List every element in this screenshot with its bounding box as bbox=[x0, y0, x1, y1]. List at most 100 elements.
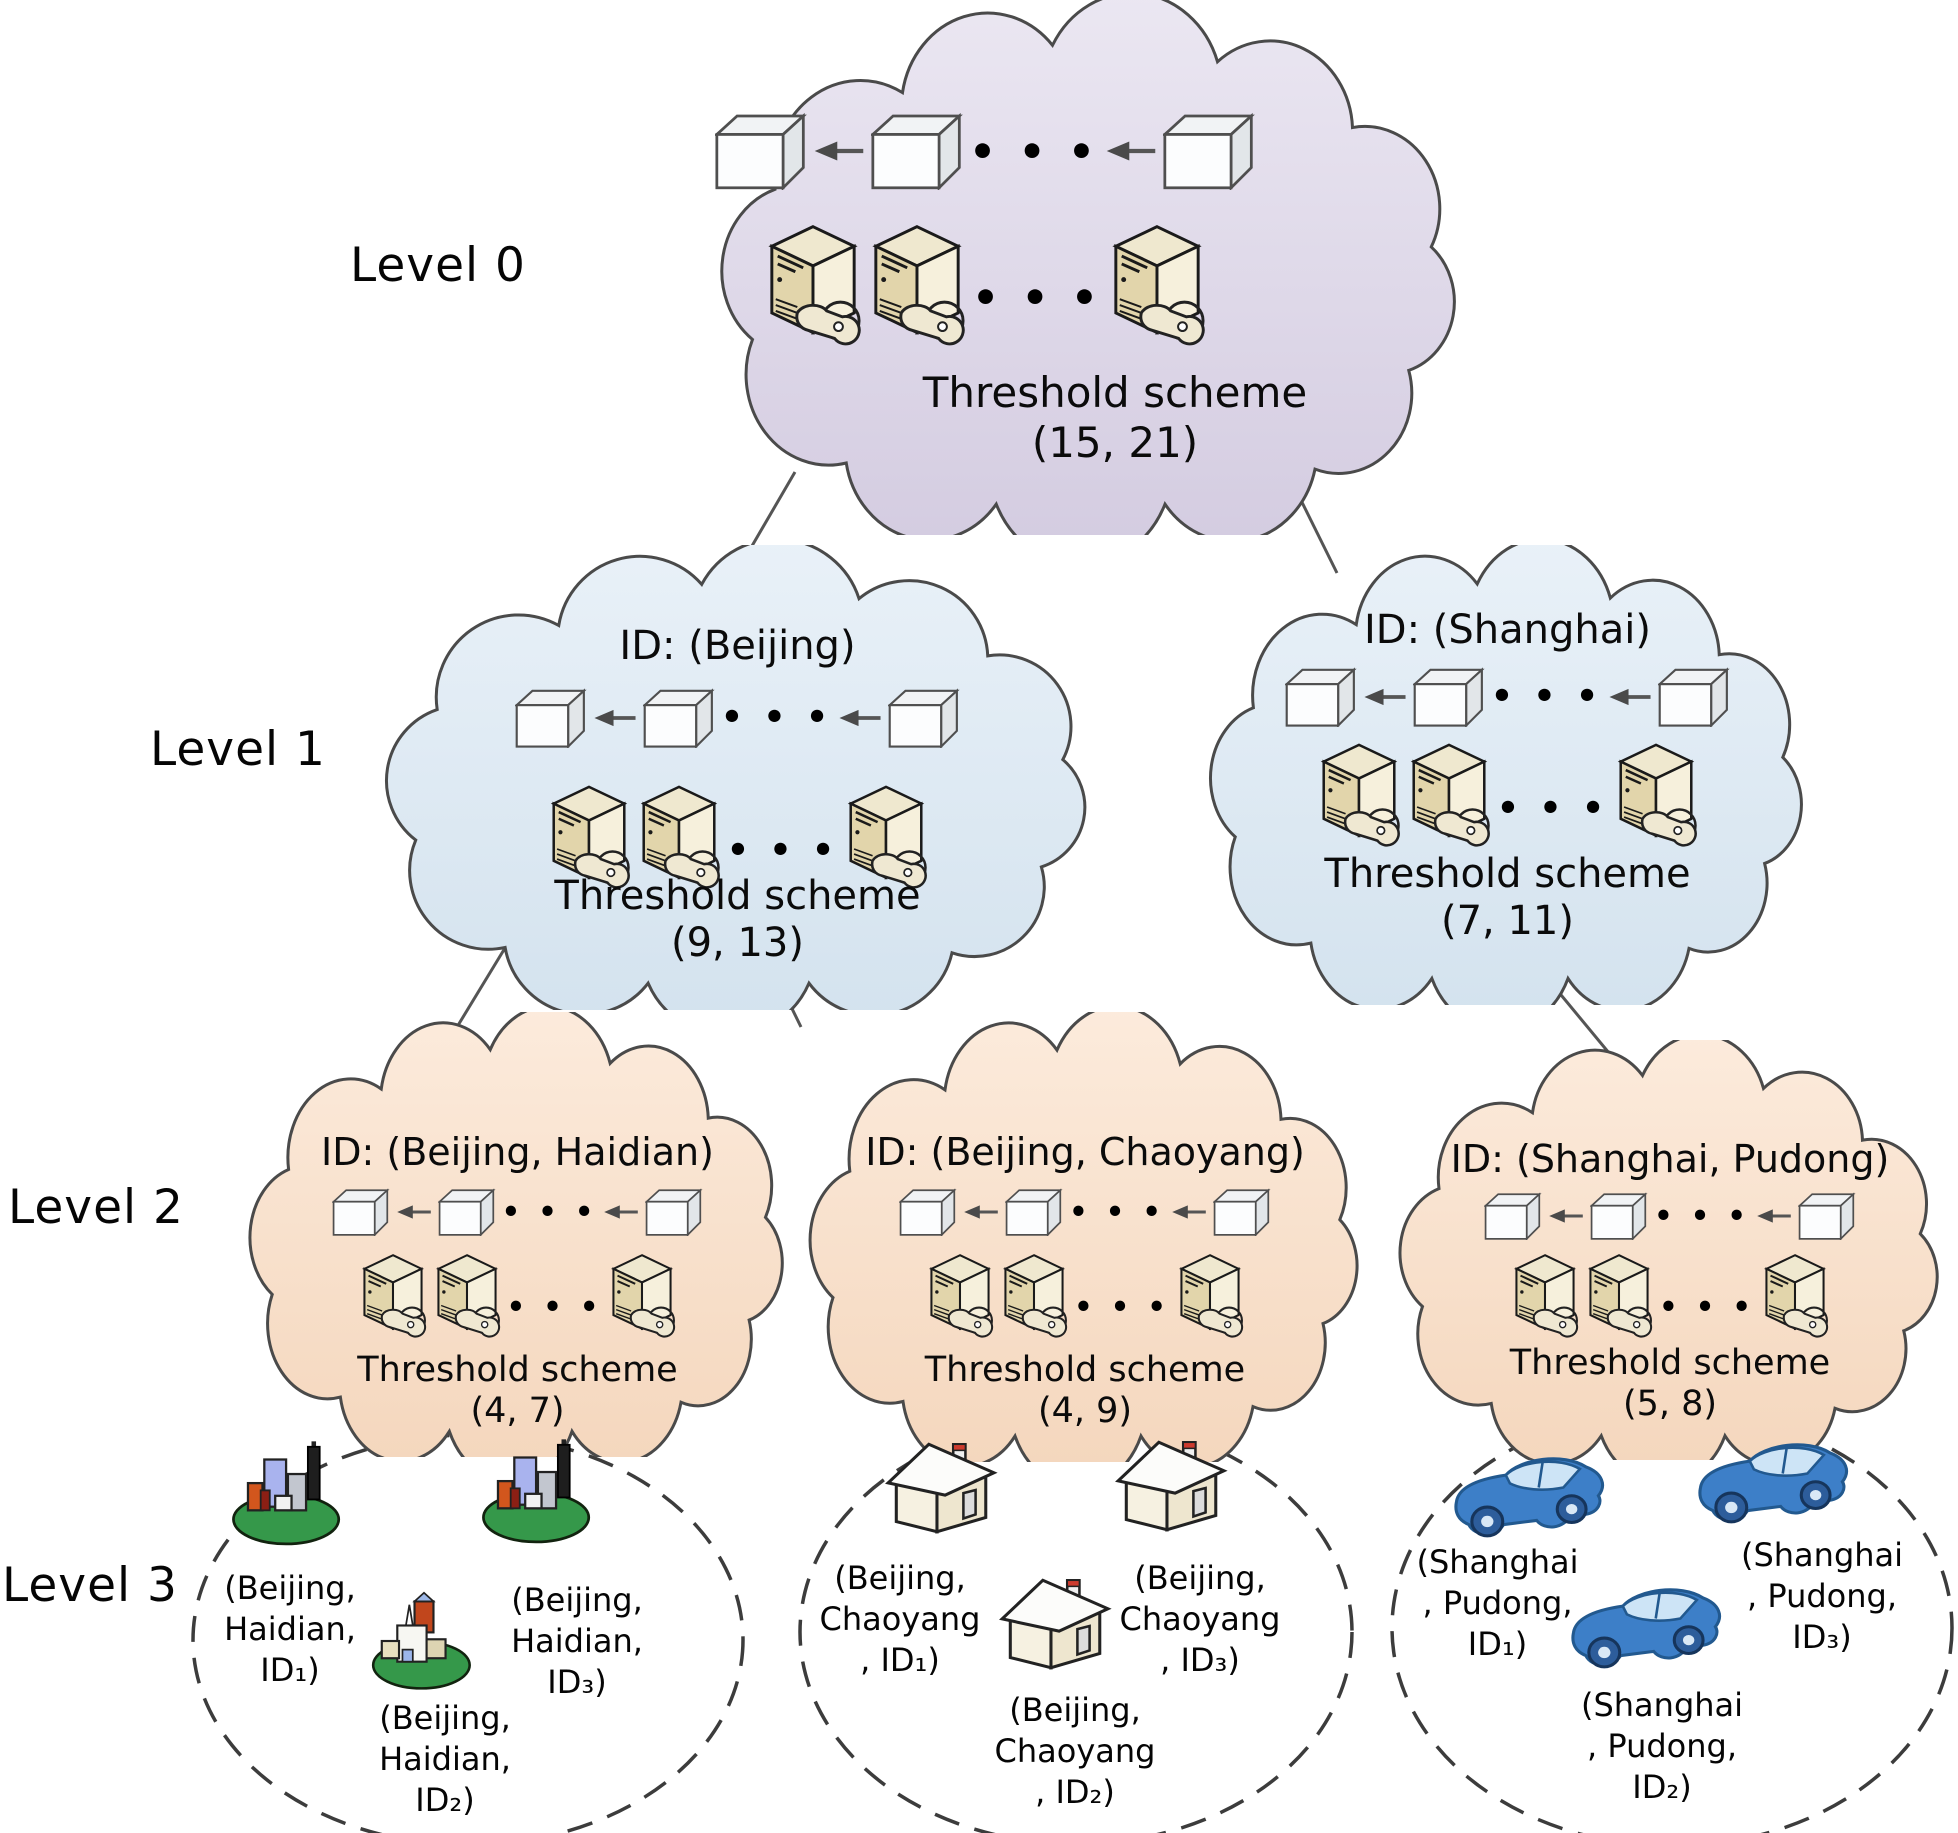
ellipsis-dots: • • • bbox=[1074, 1290, 1170, 1324]
ellipsis-dots: • • • bbox=[969, 126, 1099, 176]
level-0-label: Level 0 bbox=[350, 238, 526, 293]
ellipsis-dots: • • • bbox=[506, 1290, 603, 1324]
level-3-label: Level 3 bbox=[2, 1558, 178, 1613]
block-icon bbox=[888, 689, 959, 748]
block-icon bbox=[1413, 668, 1483, 727]
server-row: • • • bbox=[1205, 741, 1810, 847]
threshold-scheme-label: Threshold scheme (4, 9) bbox=[924, 1350, 1246, 1432]
block-icon bbox=[1285, 668, 1355, 727]
arrow-left-icon bbox=[838, 708, 883, 728]
arrow-left-icon bbox=[1362, 687, 1407, 707]
ellipsis-dots: • • • bbox=[972, 273, 1102, 322]
member-label-haidian-id1: (Beijing, Haidian, ID₁) bbox=[224, 1569, 356, 1689]
arrow-left-icon bbox=[395, 1203, 432, 1221]
threshold-scheme-label: Threshold scheme (5, 8) bbox=[1509, 1343, 1831, 1425]
cloud-id-label: ID: (Shanghai) bbox=[1364, 607, 1651, 653]
member-label-pudong-id1: (Shanghai , Pudong, ID₁) bbox=[1416, 1543, 1579, 1663]
ellipsis-dots: • • • bbox=[1490, 677, 1603, 717]
server-key-icon bbox=[930, 1254, 994, 1338]
edge-root-beijing bbox=[743, 471, 797, 559]
arrow-left-icon bbox=[603, 1203, 640, 1221]
server-key-icon bbox=[1114, 225, 1205, 346]
server-row: • • • bbox=[245, 1252, 790, 1338]
server-key-icon bbox=[770, 225, 861, 346]
threshold-scheme-label: Threshold scheme (7, 11) bbox=[1324, 851, 1691, 945]
block-icon bbox=[715, 114, 805, 190]
ellipsis-dots: • • • bbox=[1654, 1199, 1750, 1233]
server-key-icon bbox=[363, 1254, 426, 1338]
server-row: • • • bbox=[1395, 1252, 1945, 1338]
member-label-chaoyang-id1: (Beijing, Chaoyang , ID₁) bbox=[819, 1559, 981, 1679]
ellipsis-dots: • • • bbox=[501, 1195, 598, 1229]
blockchain-row: • • • bbox=[805, 1188, 1365, 1236]
building-icon bbox=[371, 1591, 471, 1690]
block-icon bbox=[1658, 668, 1729, 727]
cloud-id-label: ID: (Beijing, Chaoyang) bbox=[865, 1130, 1305, 1174]
cloud-chaoyang: ID: (Beijing, Chaoyang) • • • • • • Thre… bbox=[805, 1012, 1365, 1462]
member-label-pudong-id3: (Shanghai , Pudong, ID₃) bbox=[1740, 1536, 1904, 1656]
threshold-scheme-label: Threshold scheme (15, 21) bbox=[922, 368, 1308, 467]
server-key-icon bbox=[1180, 1254, 1244, 1338]
blockchain-row: • • • bbox=[1395, 1192, 1945, 1240]
block-icon bbox=[646, 1189, 702, 1236]
cloud-level0-root: • • • • • • Threshold scheme (15, 21) bbox=[715, 0, 1465, 535]
building-icon bbox=[482, 1437, 591, 1544]
cloud-id-label: ID: (Beijing) bbox=[619, 623, 856, 669]
building-icon bbox=[232, 1439, 341, 1546]
server-key-icon bbox=[612, 1254, 676, 1338]
arrow-left-icon bbox=[592, 708, 637, 728]
arrow-left-icon bbox=[963, 1203, 1000, 1221]
arrow-left-icon bbox=[1170, 1203, 1207, 1221]
server-key-icon bbox=[1619, 743, 1698, 847]
house-icon bbox=[886, 1442, 996, 1534]
cloud-shanghai: ID: (Shanghai) • • • • • • Threshold sch… bbox=[1205, 545, 1810, 1005]
block-icon bbox=[515, 689, 585, 748]
cloud-id-label: ID: (Shanghai, Pudong) bbox=[1450, 1137, 1890, 1181]
member-label-chaoyang-id2: (Beijing, Chaoyang , ID₂) bbox=[994, 1691, 1156, 1811]
level-2-label: Level 2 bbox=[8, 1180, 184, 1235]
arrow-left-icon bbox=[813, 138, 865, 164]
server-key-icon bbox=[1412, 743, 1490, 847]
server-row: • • • bbox=[805, 1252, 1365, 1338]
block-icon bbox=[438, 1189, 494, 1236]
server-key-icon bbox=[1765, 1254, 1829, 1338]
car-icon bbox=[1454, 1457, 1605, 1538]
server-row: • • • bbox=[380, 783, 1095, 889]
cloud-haidian: ID: (Beijing, Haidian) • • • • • • Thres… bbox=[245, 1012, 790, 1457]
block-icon bbox=[1005, 1189, 1062, 1236]
car-icon bbox=[1571, 1588, 1722, 1669]
block-icon bbox=[643, 689, 713, 748]
member-label-haidian-id2: (Beijing, Haidian, ID₂) bbox=[379, 1699, 511, 1819]
server-key-icon bbox=[437, 1254, 500, 1338]
server-key-icon bbox=[874, 225, 965, 346]
cloud-pudong: ID: (Shanghai, Pudong) • • • • • • Thres… bbox=[1395, 1040, 1945, 1460]
server-row: • • • bbox=[715, 222, 1465, 346]
ellipsis-dots: • • • bbox=[720, 698, 833, 738]
blockchain-row: • • • bbox=[715, 112, 1465, 190]
member-label-haidian-id3: (Beijing, Haidian, ID₃) bbox=[511, 1581, 643, 1701]
block-icon bbox=[1213, 1189, 1270, 1236]
house-icon bbox=[1000, 1578, 1110, 1670]
ellipsis-dots: • • • bbox=[1496, 789, 1609, 829]
cloud-beijing: ID: (Beijing) • • • • • • Threshold sche… bbox=[380, 545, 1095, 1010]
block-icon bbox=[871, 114, 961, 190]
server-key-icon bbox=[1004, 1254, 1068, 1338]
arrow-left-icon bbox=[1548, 1207, 1585, 1225]
server-key-icon bbox=[1322, 743, 1400, 847]
block-icon bbox=[1798, 1193, 1855, 1240]
threshold-scheme-label: Threshold scheme (4, 7) bbox=[357, 1350, 678, 1432]
ellipsis-dots: • • • bbox=[726, 831, 839, 871]
edge-beijing-haidian bbox=[455, 947, 507, 1028]
server-key-icon bbox=[1515, 1254, 1579, 1338]
member-label-pudong-id2: (Shanghai , Pudong, ID₂) bbox=[1580, 1686, 1744, 1806]
server-key-icon bbox=[1589, 1254, 1653, 1338]
arrow-left-icon bbox=[1105, 138, 1157, 164]
block-icon bbox=[899, 1189, 956, 1236]
threshold-scheme-label: Threshold scheme (9, 13) bbox=[554, 873, 921, 967]
blockchain-row: • • • bbox=[380, 688, 1095, 748]
block-icon bbox=[332, 1189, 388, 1236]
level-1-label: Level 1 bbox=[150, 722, 326, 777]
ellipsis-dots: • • • bbox=[1659, 1290, 1755, 1324]
arrow-left-icon bbox=[1608, 687, 1653, 707]
